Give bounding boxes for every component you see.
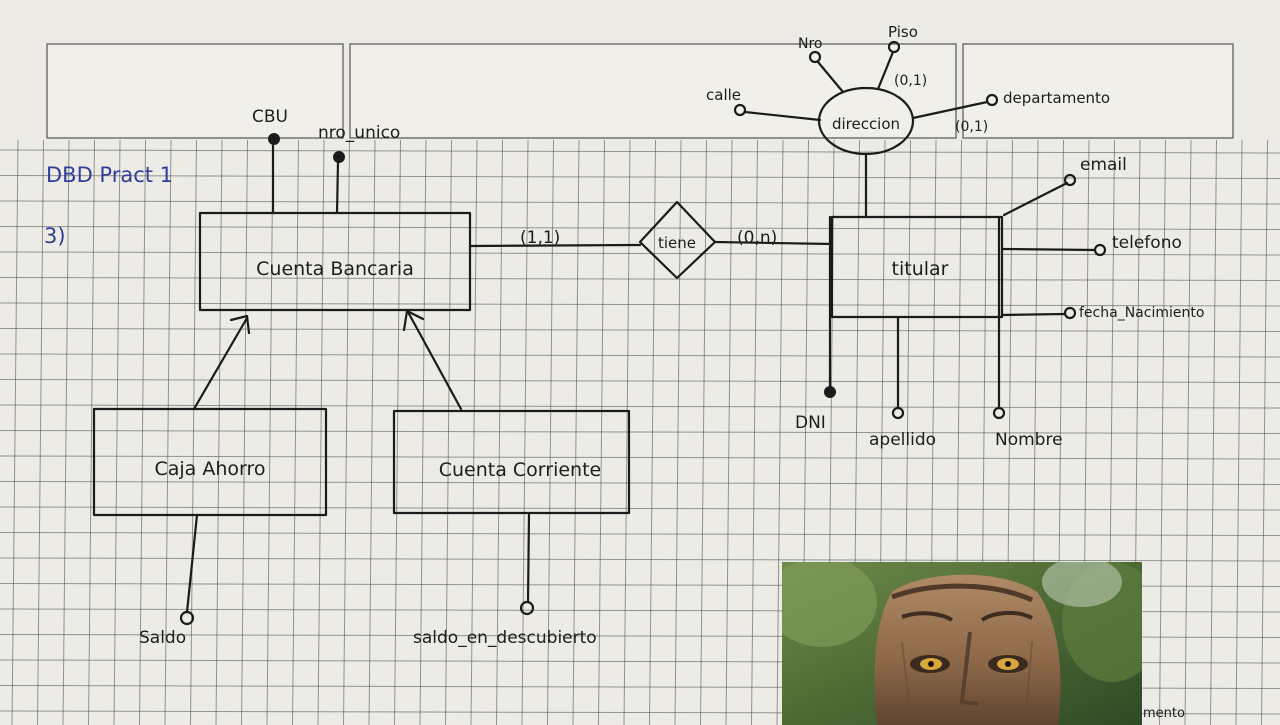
attribute-nro-label: Nro [798, 36, 823, 52]
attribute-email: email [1002, 155, 1127, 217]
attribute-fecha-nacimiento: fecha_Nacimiento [1000, 305, 1204, 321]
attribute-dni-label: DNI [795, 413, 826, 433]
attribute-email-label: email [1080, 155, 1127, 175]
attribute-cbu-label: CBU [252, 107, 288, 127]
attribute-nro: Nro [798, 36, 845, 94]
attribute-direccion: direccion [817, 86, 915, 219]
attribute-saldo-en-descubierto-label: saldo_en_descubierto [413, 628, 597, 648]
relationship-tiene-label: tiene [658, 234, 696, 252]
attribute-apellido: apellido [869, 315, 936, 450]
entity-cuenta-corriente-label: Cuenta Corriente [439, 459, 602, 481]
entity-titular: titular [830, 215, 1004, 319]
entity-cuenta-bancaria-label: Cuenta Bancaria [256, 258, 414, 280]
exercise-number: 3) [44, 224, 66, 248]
attribute-calle-label: calle [706, 86, 741, 104]
attribute-nro-unico-label: nro_unico [318, 123, 400, 143]
attribute-dni: DNI [795, 215, 836, 433]
attribute-saldo: Saldo [139, 513, 199, 648]
entity-cuenta-bancaria: Cuenta Bancaria [198, 211, 472, 312]
generalization-arrow-caja [192, 314, 251, 411]
attribute-departamento-cardinality: (0,1) [955, 119, 988, 135]
generalization-arrow-corriente [402, 309, 463, 411]
attribute-telefono: telefono [1000, 233, 1182, 257]
cardinality-left: (1,1) [520, 228, 560, 248]
entity-caja-ahorro-label: Caja Ahorro [154, 458, 265, 480]
attribute-nro-unico: nro_unico [318, 123, 400, 215]
paper-header-frames [46, 43, 1234, 139]
attribute-departamento-label: departamento [1003, 89, 1110, 107]
attribute-nombre-label: Nombre [995, 430, 1063, 450]
relationship-tiene: tiene (1,1) (0,n) [468, 200, 834, 280]
attribute-piso-label: Piso [888, 23, 918, 41]
attribute-saldo-label: Saldo [139, 628, 186, 648]
page-edge-text-fragment: mento [1143, 706, 1185, 721]
entity-caja-ahorro: Caja Ahorro [92, 407, 328, 517]
attribute-cbu: CBU [252, 107, 288, 215]
tree-face-photo [782, 562, 1142, 725]
attribute-saldo-en-descubierto: saldo_en_descubierto [413, 511, 597, 648]
entity-cuenta-corriente: Cuenta Corriente [392, 409, 631, 515]
attribute-apellido-label: apellido [869, 430, 936, 450]
cardinality-right: (0,n) [737, 228, 777, 248]
attribute-departamento: departamento (0,1) [911, 89, 1110, 135]
attribute-nombre: Nombre [992, 215, 1063, 450]
attribute-piso-cardinality: (0,1) [894, 73, 927, 89]
attribute-piso: Piso (0,1) [876, 23, 927, 91]
entity-titular-label: titular [892, 258, 949, 280]
attribute-calle: calle [706, 86, 822, 122]
attribute-telefono-label: telefono [1112, 233, 1182, 253]
attribute-fecha-nacimiento-label: fecha_Nacimiento [1079, 305, 1204, 321]
attribute-direccion-label: direccion [832, 115, 900, 133]
page-title: DBD Pract 1 [46, 163, 173, 187]
